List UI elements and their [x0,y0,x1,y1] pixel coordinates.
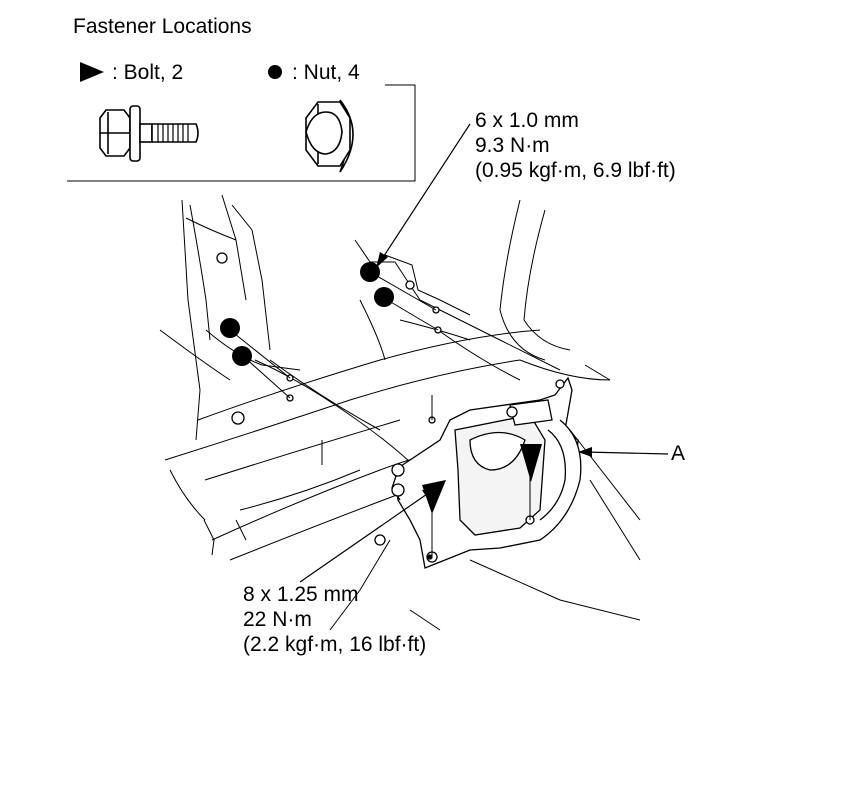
bolt-spec-torque: 22 N·m [243,608,312,631]
bolt-legend-label: : Bolt, 2 [112,61,184,84]
bolt-marker-icon [520,444,542,482]
nut-marker-icon [360,262,380,282]
nut-marker-icon [232,346,252,366]
bolt-marker-icon [80,62,104,82]
nut-spec-torque-alt: (0.95 kgf·m, 6.9 lbf·ft) [475,159,676,182]
bolt-spec-torque-alt: (2.2 kgf·m, 16 lbf·ft) [243,633,427,656]
bolt-spec-size: 8 x 1.25 mm [243,583,359,606]
nut-legend-label: : Nut, 4 [292,61,360,84]
nut-spec-torque: 9.3 N·m [475,134,550,157]
spec-bottom-leader [299,488,436,583]
bolt-marker-icon [422,480,446,514]
nut-illustration-icon [305,99,354,173]
callout-a-leader [578,447,669,457]
callout-a-label: A [671,442,686,465]
nut-marker-icon [268,65,282,79]
nut-spec-size: 6 x 1.0 mm [475,109,579,132]
bolt-illustration-icon [99,105,199,162]
nut-marker-icon [220,318,240,338]
spec-top-leader [376,123,471,268]
nut-marker-icon [374,287,394,307]
legend-title: Fastener Locations [73,15,252,38]
legend-box [67,84,416,182]
